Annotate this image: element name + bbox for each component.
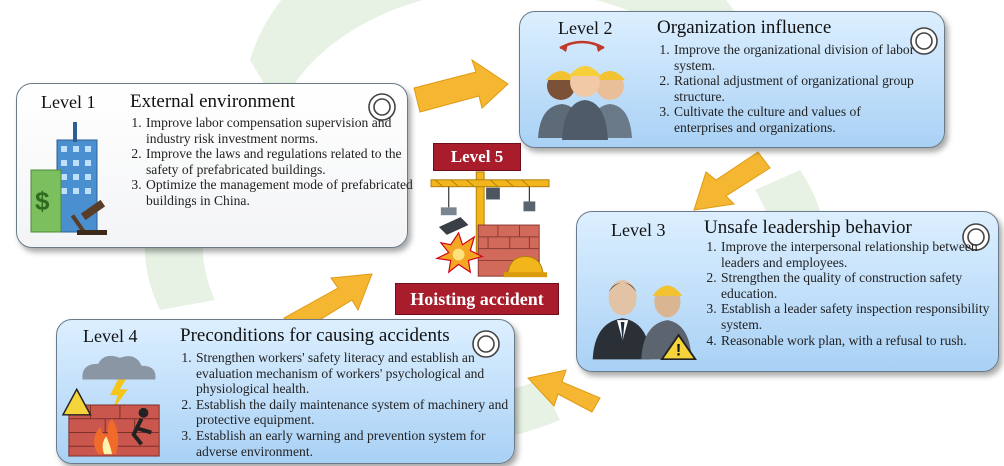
list-item: Optimize the management mode of prefabri… xyxy=(145,177,415,208)
level-2-title: Organization influence xyxy=(657,17,832,38)
level-4-items: Strengthen workers' safety literacy and … xyxy=(178,350,525,459)
ring-icon xyxy=(368,93,396,121)
level-3-title: Unsafe leadership behavior xyxy=(704,217,912,238)
level-1-title: External environment xyxy=(130,91,296,112)
level-2-items: Improve the organizational division of l… xyxy=(656,42,923,136)
level-3-card: Level 3 Unsafe leadership behavior ! Imp… xyxy=(576,211,999,372)
level-3-items: Improve the interpersonal relationship b… xyxy=(703,239,990,348)
ring-icon xyxy=(962,223,990,251)
level-2-label: Level 2 xyxy=(558,18,613,38)
arrow-level2-to-level3 xyxy=(693,151,771,211)
list-item: Establish the daily maintenance system o… xyxy=(195,397,525,428)
level-5-badge: Level 5 xyxy=(433,143,521,171)
ring-icon xyxy=(910,27,938,55)
level-1-items: Improve labor compensation supervision a… xyxy=(128,115,415,209)
list-item: Rational adjustment of organizational gr… xyxy=(673,73,923,104)
leader-worker-warning-icon: ! xyxy=(592,280,697,360)
list-item: Improve the laws and regulations related… xyxy=(145,146,415,177)
list-item: Improve the organizational division of l… xyxy=(673,42,923,73)
list-item: Establish a leader safety inspection res… xyxy=(720,301,990,332)
list-item: Reasonable work plan, with a refusal to … xyxy=(720,333,990,349)
hazard-storm-fire-icon xyxy=(61,355,160,457)
ring-icon xyxy=(472,330,500,358)
list-item: Improve the interpersonal relationship b… xyxy=(720,239,990,270)
list-item: Establish an early warning and preventio… xyxy=(195,428,525,459)
svg-text:!: ! xyxy=(676,341,682,360)
list-item: Improve labor compensation supervision a… xyxy=(145,115,415,146)
level-1-label: Level 1 xyxy=(41,92,96,112)
level-4-title: Preconditions for causing accidents xyxy=(180,325,450,346)
svg-text:$: $ xyxy=(35,186,50,216)
level-4-label: Level 4 xyxy=(83,326,138,346)
arrow-level3-to-level4 xyxy=(527,369,601,413)
level-4-card: Level 4 Preconditions for causing accide… xyxy=(56,319,515,464)
workers-group-icon xyxy=(538,40,632,140)
crane-accident-icon xyxy=(430,171,550,278)
level-2-card: Level 2 Organization influence Improve t… xyxy=(519,11,945,148)
hoisting-accident-badge: Hoisting accident xyxy=(395,283,559,315)
arrow-level1-to-level2 xyxy=(413,58,509,113)
buildings-dollar-gavel-icon: $ xyxy=(30,122,107,235)
list-item: Strengthen the quality of construction s… xyxy=(720,270,990,301)
level-3-label: Level 3 xyxy=(611,220,666,240)
list-item: Strengthen workers' safety literacy and … xyxy=(195,350,525,397)
list-item: Cultivate the culture and values of ente… xyxy=(673,104,923,135)
level-1-card: Level 1 External environment $ Improve l… xyxy=(16,83,413,248)
